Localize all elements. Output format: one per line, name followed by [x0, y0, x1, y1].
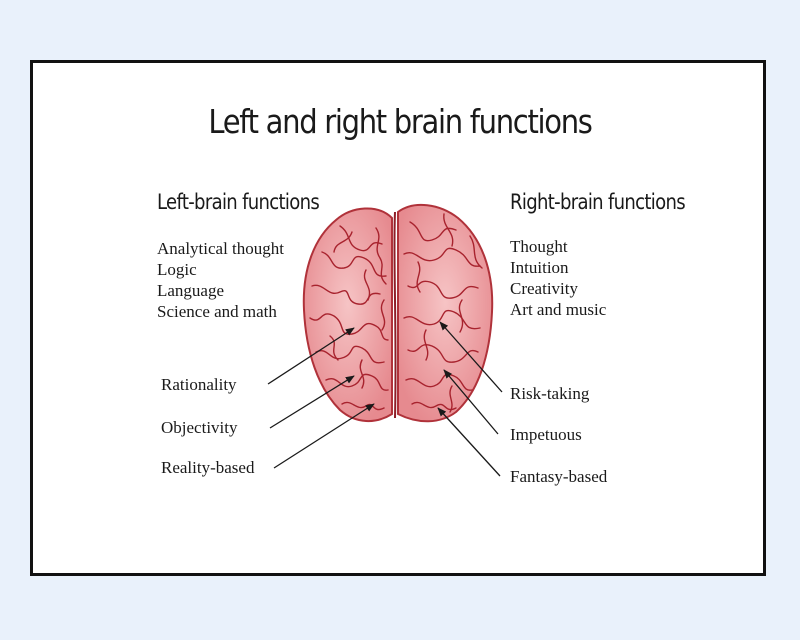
left-brain-heading: Left-brain functions — [157, 190, 320, 214]
left-function-item: Science and math — [157, 302, 277, 321]
right-trait-risk-taking: Risk-taking — [510, 384, 590, 403]
right-trait-impetuous: Impetuous — [510, 425, 582, 444]
arrow-reality-based — [273, 403, 375, 469]
right-function-item: Art and music — [510, 300, 607, 319]
brain-icon — [302, 203, 494, 423]
right-function-item: Intuition — [510, 258, 569, 277]
right-hemisphere — [397, 203, 494, 423]
left-pointer-lines — [267, 327, 375, 469]
left-function-item: Analytical thought — [157, 239, 285, 258]
left-function-item: Language — [157, 281, 225, 300]
right-function-item: Creativity — [510, 279, 578, 298]
right-functions-list: Thought Intuition Creativity Art and mus… — [510, 236, 606, 320]
longitudinal-fissure — [393, 211, 397, 419]
right-pointer-lines — [437, 321, 503, 477]
arrow-rationality — [267, 327, 355, 385]
left-function-item: Logic — [157, 260, 197, 279]
right-trait-fantasy-based: Fantasy-based — [510, 467, 608, 486]
arrow-risk-taking — [439, 321, 503, 393]
left-functions-list: Analytical thought Logic Language Scienc… — [157, 238, 284, 322]
right-brain-folds — [403, 213, 483, 413]
diagram-title: Left and right brain functions — [208, 102, 593, 141]
left-trait-rationality: Rationality — [161, 375, 237, 394]
arrow-objectivity — [269, 375, 355, 429]
right-brain-heading: Right-brain functions — [510, 190, 686, 214]
left-trait-objectivity: Objectivity — [161, 418, 238, 437]
left-trait-reality-based: Reality-based — [161, 458, 255, 477]
arrow-impetuous — [443, 369, 499, 435]
arrow-fantasy-based — [437, 407, 501, 477]
right-function-item: Thought — [510, 237, 568, 256]
